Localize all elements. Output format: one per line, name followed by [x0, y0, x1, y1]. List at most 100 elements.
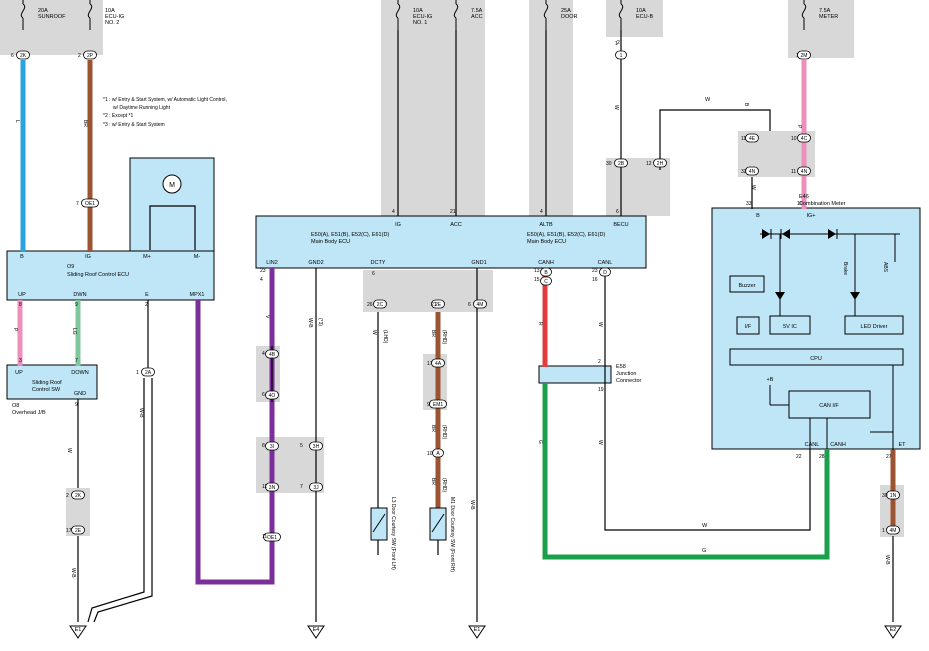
connector [745, 133, 759, 143]
fuse-name: ECU-B [636, 14, 653, 20]
meter-plus-b: +B [767, 377, 774, 383]
connector [265, 482, 279, 492]
pin-number: 30 [606, 161, 612, 167]
wire-color-label: W [597, 322, 603, 327]
wire-color-label: (RHD) [441, 425, 447, 439]
pin-label: CANL [598, 260, 613, 266]
connector [309, 441, 323, 451]
svg-text:M: M [169, 182, 175, 189]
connector-label: 1 [620, 53, 623, 59]
component-name: Junction [616, 371, 637, 377]
pin-number: 4 [260, 277, 263, 283]
fuse-rating: 10A [105, 8, 115, 14]
wire-color-label: BR [430, 330, 436, 337]
connector-label: 2K [20, 53, 27, 59]
meter-diodes-icon [762, 229, 860, 300]
component-name: Sliding Roof Control ECU [67, 272, 129, 278]
meter-block-label: 5V IC [783, 324, 797, 330]
wire-color-label: (LHD) [382, 330, 388, 344]
pin-label: B [756, 213, 760, 219]
pin-label: BECU [613, 222, 628, 228]
wire-color-label: BR [430, 478, 436, 485]
wire-color-label: W [750, 185, 756, 190]
connector-label: EM1 [433, 402, 444, 408]
wire-color-label: (RHD) [441, 330, 447, 344]
pin-number: 10 [791, 136, 797, 142]
note-line: *2 : Except *1 [103, 113, 134, 119]
pin-number: 32 [741, 169, 747, 175]
ground-label: E4 [313, 627, 320, 633]
pin-number: 23 [592, 268, 598, 274]
fuse-area-left [0, 0, 103, 55]
connector-label: 2H [657, 161, 664, 167]
connector-label: 4C [801, 136, 808, 142]
wire-color-label: G [537, 440, 543, 444]
connector-label: 3I [270, 444, 274, 450]
component-name: Connector [616, 378, 642, 384]
pin-number: 2 [66, 493, 69, 499]
pin-number: 27 [886, 454, 892, 460]
meter-block-label: CAN I/F [819, 403, 839, 409]
pin-number: 11 [741, 136, 746, 142]
connector [141, 367, 155, 377]
component-code: O8 [12, 403, 19, 409]
component-code: O9 [67, 264, 74, 270]
connector [83, 50, 97, 60]
fuse-area-meter [788, 0, 854, 58]
pin-label: DCTY [371, 260, 386, 266]
connector [615, 50, 627, 60]
pin-number: 33 [746, 201, 752, 207]
component-name: Main Body ECU [311, 239, 350, 245]
pin-label: LIN2 [266, 260, 278, 266]
courtesy-switch-icons [370, 507, 447, 541]
wire-color-label: B [743, 103, 749, 107]
pin-label: M- [194, 254, 201, 260]
connector [653, 158, 667, 168]
pin-number: 16 [592, 277, 598, 283]
fuse-area-ig1-acc [381, 0, 485, 216]
fuse-name: SUNROOF [38, 14, 66, 20]
connector [16, 50, 30, 60]
connector [309, 482, 323, 492]
component-part: E50(A), E51(B), E52(C), E61(D) [527, 232, 605, 238]
pin-number: 10 [427, 451, 433, 457]
lamp-label: Brake [842, 262, 848, 275]
pin-number: 10 [797, 201, 803, 207]
connector-label: B [544, 270, 548, 276]
wire-color-label: (*3) [317, 318, 323, 326]
pin-number: 26 [367, 302, 373, 308]
connector-label: 1N [890, 493, 897, 499]
pin-number: 7 [75, 358, 78, 364]
fuse-rating: 10A [413, 8, 423, 14]
connector-label: 2K [75, 493, 82, 499]
note-line: w/ Daytime Running Light [113, 105, 171, 111]
fuse-icon [543, 3, 549, 19]
fuse-rating: 20A [38, 8, 48, 14]
connector [797, 133, 811, 143]
wire-color-label: BR [82, 120, 88, 127]
pin-label: E [145, 292, 149, 298]
pin-number: 8 [262, 443, 265, 449]
connector-label: 2E [75, 528, 82, 534]
pin-number: 7 [300, 484, 303, 490]
component-name: Control SW [32, 387, 61, 393]
sliding-roof-sw-box [6, 364, 98, 400]
pin-label: ET [898, 442, 906, 448]
pin-number: 9 [427, 402, 430, 408]
connector [614, 158, 628, 168]
wire-color-label: W [702, 523, 708, 529]
pin-label: UP [15, 370, 23, 376]
pin-number: 1 [615, 41, 618, 47]
pin-number: 3 [19, 358, 22, 364]
connector-label: 3J [313, 485, 319, 491]
pin-label: CANH [538, 260, 554, 266]
pin-label: ACC [450, 222, 462, 228]
pin-number: 22 [796, 454, 802, 460]
connector-label: 4M [477, 302, 484, 308]
wire-color-label: W [613, 105, 619, 110]
connector-label: D [603, 270, 607, 276]
pin-number: 17 [427, 361, 433, 367]
meter-block-label: I/F [745, 324, 752, 330]
pin-number: 30 [882, 493, 888, 499]
